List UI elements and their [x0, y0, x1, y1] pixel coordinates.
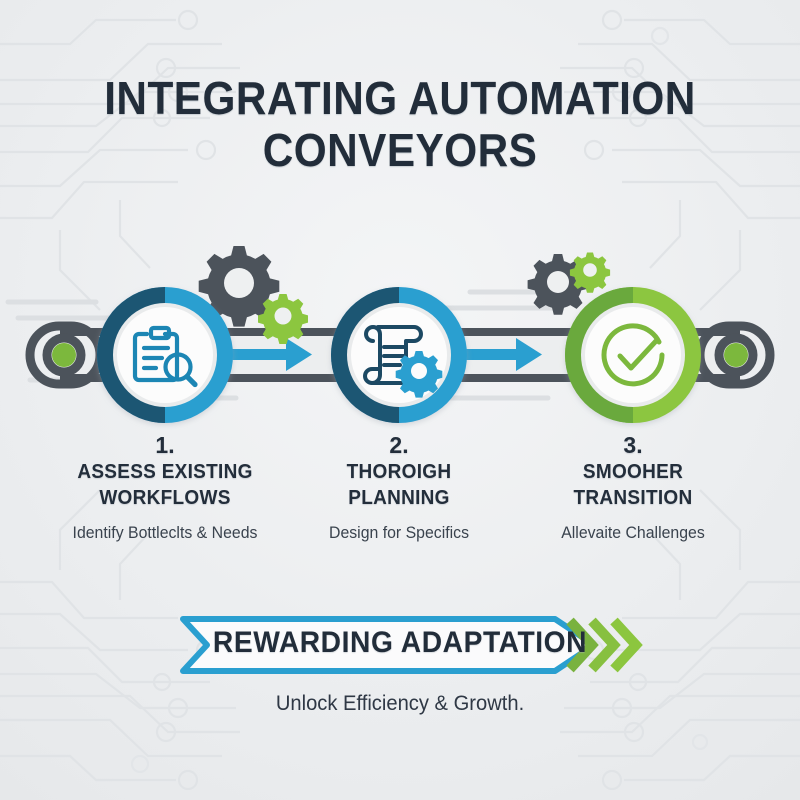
step-subtitle-2: Design for Specifics	[329, 524, 469, 542]
arrow-right-icon-1	[232, 338, 312, 371]
steps-labels: 1. ASSESS EXISTING WORKFLOWS Identify Bo…	[0, 432, 800, 572]
step-title-1-line2: WORKFLOWS	[99, 487, 231, 509]
title-line-1: INTEGRATING AUTOMATION	[104, 72, 696, 124]
arrow-right-icon-2	[462, 338, 542, 371]
banner-shape	[180, 616, 597, 674]
banner[interactable]	[0, 605, 800, 685]
title-line-2: CONVEYORS	[262, 124, 538, 176]
step-subtitle-3: Allevaite Challenges	[561, 524, 705, 542]
page-title: INTEGRATING AUTOMATION CONVEYORS	[0, 72, 800, 176]
step-circle-2[interactable]	[331, 287, 467, 423]
step-title-1-line1: ASSESS EXISTING	[77, 461, 253, 483]
step-title-3-line1: SMOOHER	[582, 461, 684, 483]
step-label-2: 2. THOROIGH PLANNING Design for Specific…	[279, 432, 519, 543]
gears-icon-1	[198, 246, 308, 344]
gears-icon-2	[527, 252, 611, 315]
clipboard-search-icon	[132, 325, 198, 388]
step-title-3-line2: TRANSITION	[573, 487, 693, 509]
step-label-1: 1. ASSESS EXISTING WORKFLOWS Identify Bo…	[45, 432, 285, 543]
step-number-3: 3.	[623, 432, 643, 458]
check-circle-icon	[601, 323, 665, 387]
step-number-2: 2.	[389, 432, 409, 458]
step-subtitle-1: Identify Bottleclts & Needs	[72, 524, 258, 542]
footer-text: Unlock Efficiency & Growth.	[275, 692, 525, 715]
conveyor-diagram	[5, 246, 775, 423]
step-circle-3[interactable]	[565, 287, 701, 423]
step-circle-1[interactable]	[97, 287, 233, 423]
step-label-3: 3. SMOOHER TRANSITION Allevaite Challeng…	[513, 432, 753, 543]
gear-icon-small	[395, 351, 443, 398]
step-number-1: 1.	[155, 432, 175, 458]
step-title-2-line1: THOROIGH	[346, 461, 452, 483]
banner-chevrons	[566, 617, 643, 673]
document-gear-icon	[363, 325, 423, 385]
step-title-2-line2: PLANNING	[348, 487, 450, 509]
